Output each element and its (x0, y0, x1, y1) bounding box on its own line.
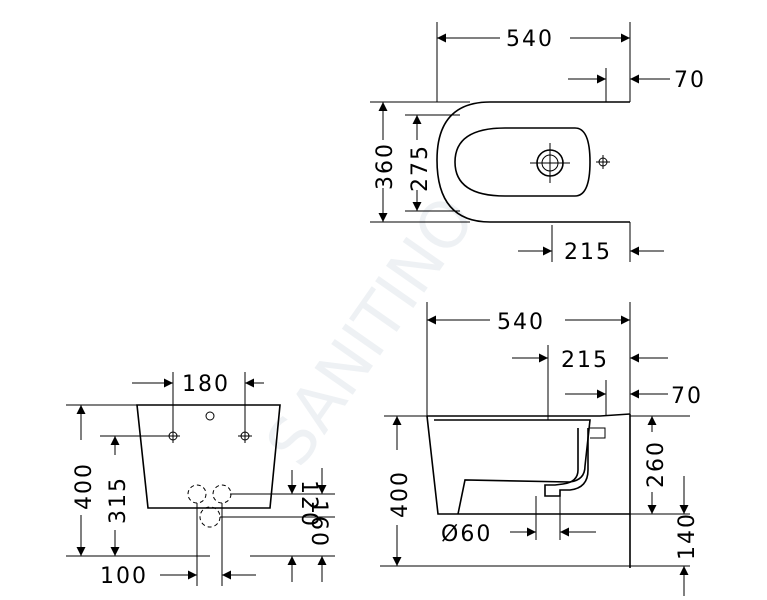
side-outlet-offset-label: 70 (671, 384, 703, 409)
top-width-label: 540 (506, 27, 554, 52)
top-view-outline (436, 101, 630, 223)
top-outlet-offset-label: 70 (674, 68, 706, 93)
front-view: 180 400 315 120 160 100 (66, 372, 335, 589)
front-lower-connection-label: 160 (306, 500, 331, 548)
front-view-outline (136, 404, 281, 509)
front-mount-spacing-label: 180 (182, 372, 230, 397)
front-bolt-height-label: 315 (106, 476, 131, 524)
side-view-bowl (434, 419, 591, 515)
top-depth-label: 360 (373, 142, 398, 190)
front-connection-left (187, 484, 207, 504)
top-tap-offset-label: 215 (564, 240, 612, 265)
front-connection-offset-label: 100 (100, 564, 148, 589)
top-view-bowl (454, 127, 591, 197)
top-bowl-depth-label: 275 (408, 144, 433, 192)
side-height-label: 400 (388, 470, 413, 518)
watermark: SANITINO (252, 184, 490, 479)
side-view-outline (426, 413, 631, 515)
side-width-label: 540 (497, 310, 545, 335)
front-tap-hole (205, 411, 215, 421)
front-connection-lower (199, 506, 221, 528)
side-view: 540 215 70 400 260 Ø60 140 (380, 302, 703, 596)
side-rim-to-inlet-label: 260 (644, 440, 669, 488)
side-outlet-height-label: 140 (675, 512, 700, 560)
front-upper-connection-label: 120 (296, 480, 321, 528)
front-height-label: 400 (72, 462, 97, 510)
side-tap-offset-label: 215 (561, 348, 609, 373)
top-view: 540 70 360 275 215 (370, 22, 706, 265)
front-connection-right (212, 484, 232, 504)
side-outlet-diameter-label: Ø60 (441, 522, 492, 547)
